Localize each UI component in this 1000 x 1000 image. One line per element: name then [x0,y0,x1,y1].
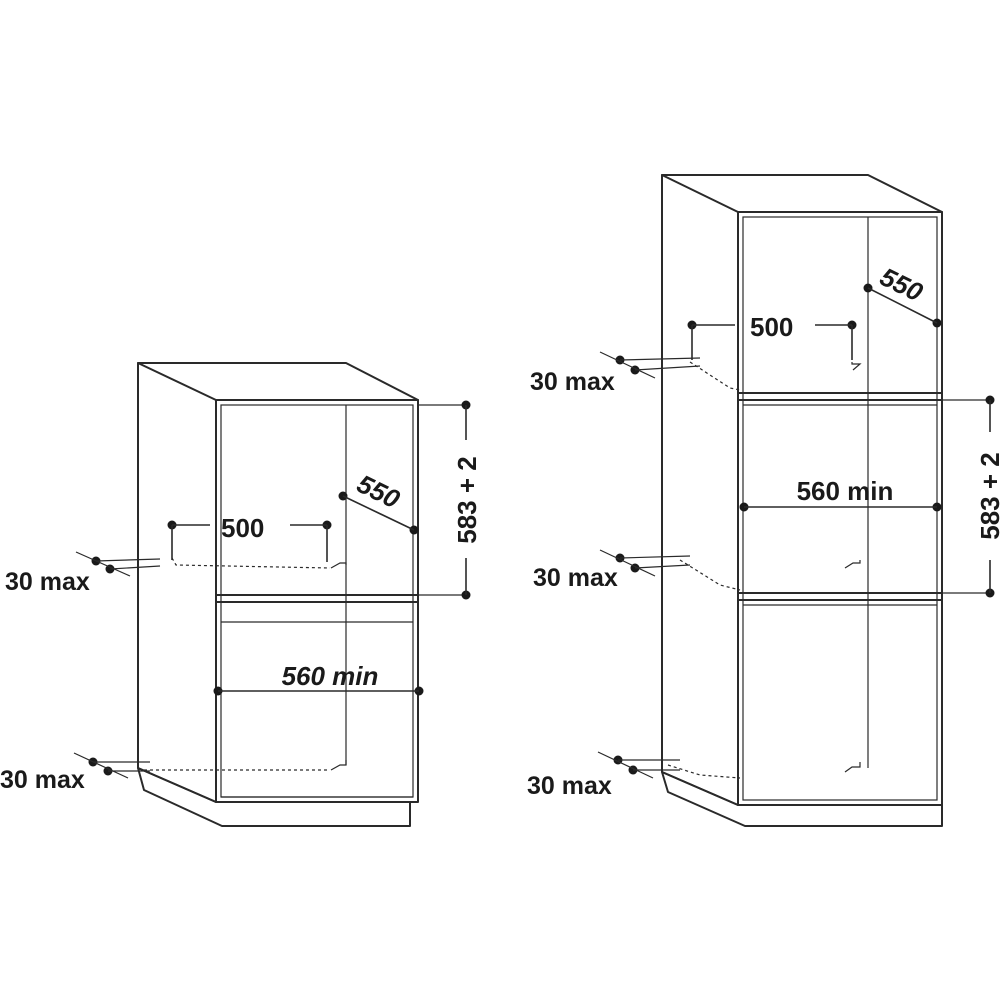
right-gap-bottom-label: 30 max [527,772,612,800]
right-gap-top-label: 30 max [530,368,615,396]
right-dimensions: 500 550 583 + 2 560 min 30 max 30 max [527,261,1000,800]
left-cabinet [137,362,419,827]
left-dimensions: 500 550 583 + 2 560 min 30 max 30 max [0,400,482,794]
left-inner-depth-label: 500 [221,513,264,543]
left-depth-label: 550 [352,468,405,514]
right-height-label: 583 + 2 [975,452,1000,539]
right-width-label: 560 min [797,476,894,506]
left-gap-top-label: 30 max [5,568,90,596]
right-depth-label: 550 [875,261,928,307]
right-gap-mid-label: 30 max [533,564,618,592]
left-width-label: 560 min [282,661,379,691]
right-inner-depth-label: 500 [750,312,793,342]
left-gap-bottom-label: 30 max [0,766,85,794]
left-height-label: 583 + 2 [452,456,482,543]
